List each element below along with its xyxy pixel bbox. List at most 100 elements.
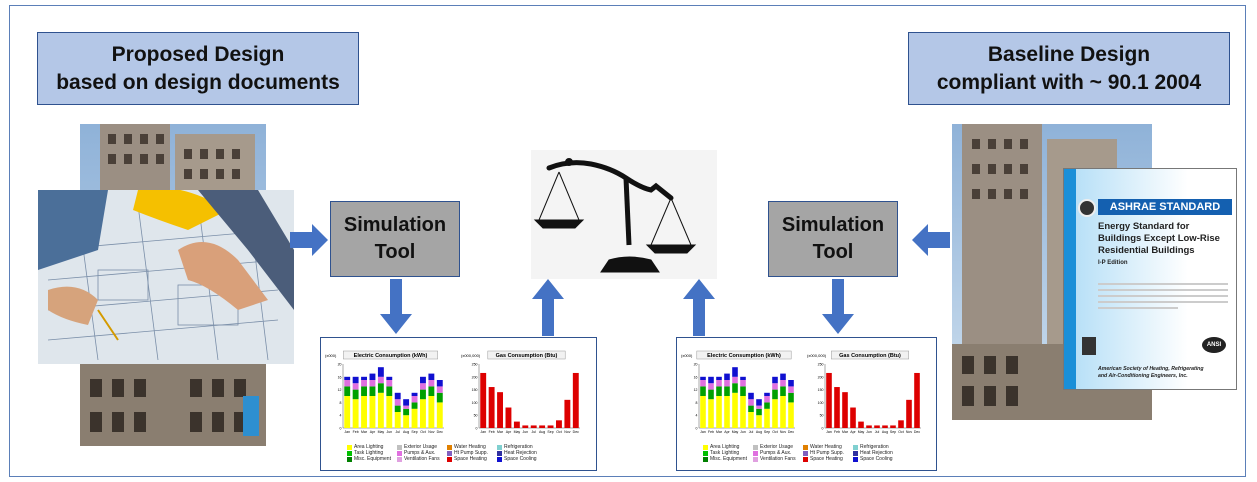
chart-title: Gas Consumption (Btu) xyxy=(487,350,566,360)
ashrae-edition: I-P Edition xyxy=(1098,260,1128,266)
bar-segment xyxy=(724,373,730,380)
chart-title-text: Electric Consumption (kWh) xyxy=(707,353,781,359)
bar-segment xyxy=(352,376,359,384)
bar-segment xyxy=(732,376,738,384)
legend-label: Exterior Usage xyxy=(760,444,794,450)
x-tick-label: Jan xyxy=(826,430,832,434)
arrow-right-icon xyxy=(290,224,328,256)
bar xyxy=(513,421,520,428)
y-unit-label: (x000) xyxy=(325,353,337,358)
chart-title: Electric Consumption (kWh) xyxy=(696,350,792,360)
bar xyxy=(834,387,840,428)
ashrae-title-line1: Energy Standard for xyxy=(1098,221,1190,232)
legend-item: Area Lighting xyxy=(703,444,753,450)
bar xyxy=(530,425,537,428)
x-tick-label: Dec xyxy=(788,430,794,434)
legend-item: Ht Pump Supp. xyxy=(447,450,497,456)
bar-segment xyxy=(700,380,706,387)
bar-segment xyxy=(780,373,786,380)
legend-label: Misc. Equipment xyxy=(710,456,747,462)
legend-swatch xyxy=(803,450,808,456)
x-tick-label: Aug xyxy=(756,430,762,434)
legend-swatch xyxy=(753,450,758,456)
x-tick-label: Dec xyxy=(573,430,579,434)
bar-segment xyxy=(436,392,443,403)
legend-item: Space Cooling xyxy=(497,456,547,462)
bar-segment xyxy=(748,392,754,400)
legend-right: Area Lighting Exterior Usage Water Heating… xyxy=(703,444,903,462)
chart-title: Gas Consumption (Btu) xyxy=(831,350,909,360)
y-unit-label: (x000,000) xyxy=(807,353,827,358)
y-tick-label: 100 xyxy=(472,401,478,405)
bar-segment xyxy=(420,389,426,400)
legend-label: Refrigeration xyxy=(504,444,533,450)
y-tick-label: 20 xyxy=(694,363,698,367)
simulation-tool-right: Simulation Tool xyxy=(768,201,898,277)
arrow-up-icon xyxy=(683,279,715,336)
legend-swatch xyxy=(497,450,502,456)
bar-segment xyxy=(748,399,754,406)
y-tick-label: 12 xyxy=(338,388,342,392)
bar-segment xyxy=(386,376,393,380)
bar xyxy=(572,372,579,428)
bar xyxy=(480,372,487,428)
bar-segment xyxy=(377,376,384,384)
simulation-charts-right: Electric Consumption (kWh)(x000)04812162… xyxy=(681,350,921,434)
bar-segment xyxy=(436,386,443,393)
x-tick-label: Jul xyxy=(749,430,754,434)
legend-item: Water Heating xyxy=(803,444,853,450)
bar-segment xyxy=(780,380,786,387)
x-tick-label: Feb xyxy=(489,430,495,434)
legend-label: Refrigeration xyxy=(860,444,889,450)
bar-segment xyxy=(394,405,401,412)
y-tick-label: 150 xyxy=(472,388,478,392)
bar-segment xyxy=(764,392,770,396)
arrow-down-icon xyxy=(380,279,412,334)
bar-segment xyxy=(428,380,435,387)
bar-segment xyxy=(716,380,722,387)
x-tick-label: Jun xyxy=(522,430,528,434)
x-tick-label: Feb xyxy=(708,430,714,434)
x-tick-label: Nov xyxy=(564,430,570,434)
ashrae-standard-cover: ASHRAE STANDARD Energy Standard for Buil… xyxy=(1063,168,1237,390)
bar-segment xyxy=(344,386,351,396)
bar-segment xyxy=(772,399,778,428)
bar-segment xyxy=(369,380,376,387)
legend-label: Space Cooling xyxy=(860,456,893,462)
bar-segment xyxy=(740,380,746,387)
y-tick-label: 250 xyxy=(818,363,824,367)
legend-item: Space Heating xyxy=(447,456,497,462)
legend-swatch xyxy=(803,444,808,450)
legend-label: Misc. Equipment xyxy=(354,456,391,462)
bar-segment xyxy=(788,402,794,428)
legend-swatch xyxy=(447,450,452,456)
bar-segment xyxy=(403,405,410,409)
arrow-up-icon xyxy=(532,279,564,336)
x-tick-label: Jul xyxy=(395,430,400,434)
legend-item: Space Heating xyxy=(803,456,853,462)
legend-swatch xyxy=(853,456,858,462)
bar xyxy=(914,372,920,428)
ashrae-logo-icon xyxy=(1078,199,1096,217)
legend-swatch xyxy=(397,450,402,456)
legend-item: Heat Rejection xyxy=(497,450,547,456)
bar-segment xyxy=(436,402,443,428)
bar-segment xyxy=(756,415,762,428)
ashrae-header: ASHRAE STANDARD xyxy=(1098,199,1232,215)
simulation-tool-left: Simulation Tool xyxy=(330,201,460,277)
proposed-design-box: Proposed Design based on design document… xyxy=(37,32,359,105)
legend-swatch xyxy=(803,456,808,462)
x-tick-label: Jul xyxy=(531,430,536,434)
x-tick-label: Sep xyxy=(764,430,770,434)
legend-swatch xyxy=(497,444,502,450)
legend-swatch xyxy=(397,444,402,450)
legend-label: Pumps & Aux. xyxy=(760,450,792,456)
simulation-tool-left-line1: Simulation xyxy=(343,214,447,236)
baseline-design-box: Baseline Design compliant with ~ 90.1 20… xyxy=(908,32,1230,105)
x-tick-label: Feb xyxy=(353,430,359,434)
bar xyxy=(826,372,832,428)
bar-segment xyxy=(403,415,410,428)
bar-segment xyxy=(394,399,401,406)
bar xyxy=(505,407,512,428)
